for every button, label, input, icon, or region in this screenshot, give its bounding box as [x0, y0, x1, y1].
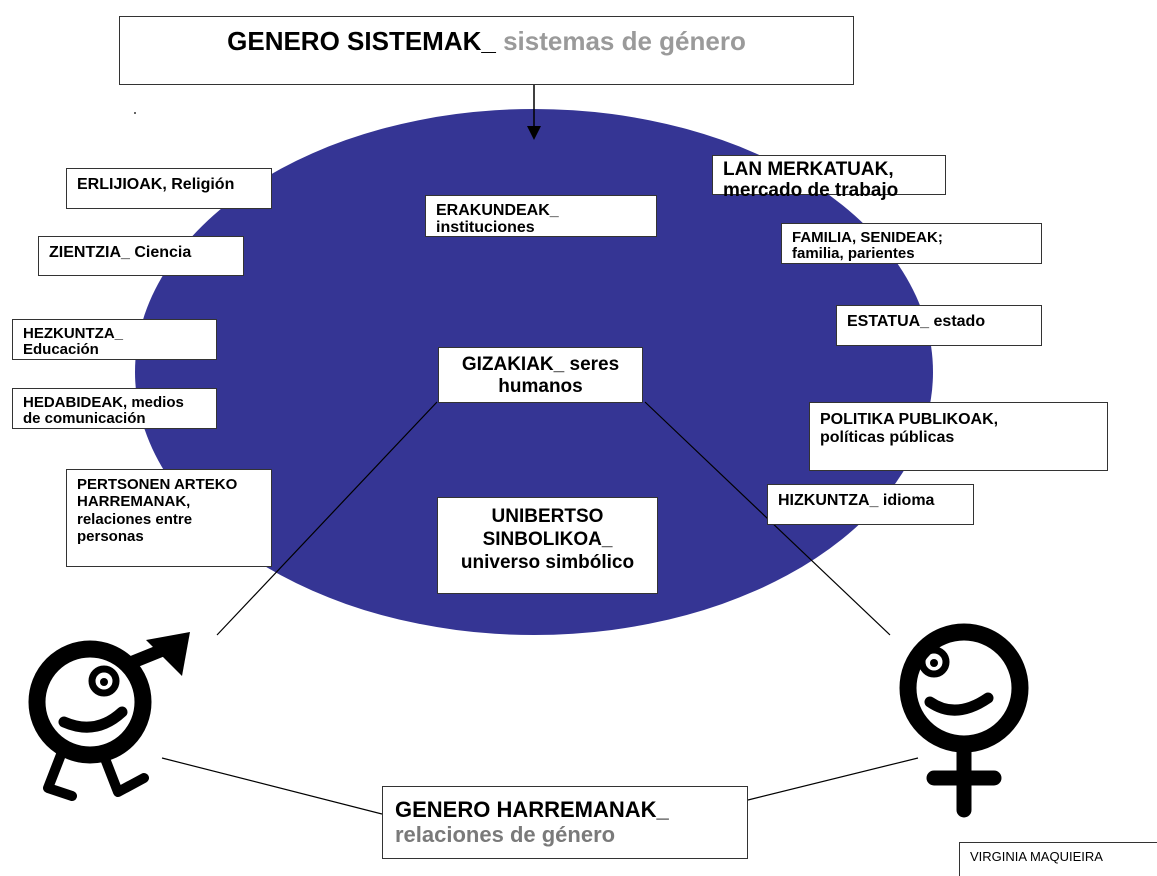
label-relations-line2: HARREMANAK, — [77, 493, 191, 511]
label-education: HEZKUNTZA_ Educación — [12, 319, 217, 360]
female-symbol-smiley-icon — [899, 623, 1029, 818]
symbolic-line2: SINBOLIKOA_ — [482, 528, 613, 550]
label-relations-line1: PERTSONEN ARTEKO — [77, 476, 238, 493]
label-media-line2: de comunicación — [23, 409, 146, 427]
label-media: HEDABIDEAK, medios de comunicación — [12, 388, 217, 429]
gender-relations-box: GENERO HARREMANAK_ relaciones de género — [382, 786, 748, 859]
label-policy-line1: POLITIKA PUBLIKOAK, — [820, 411, 999, 428]
author-signature-text: VIRGINIA MAQUIEIRA — [970, 849, 1103, 864]
label-institutions-line2: instituciones — [436, 218, 535, 236]
label-public-policy: POLITIKA PUBLIKOAK, políticas públicas — [809, 402, 1108, 471]
title-basque: GENERO SISTEMAK_ — [227, 26, 496, 56]
title-box: GENERO SISTEMAK_ sistemas de género — [119, 16, 854, 85]
label-state-text: ESTATUA_ estado — [847, 313, 986, 330]
connector-female-relations — [747, 757, 919, 801]
label-relations-line4: personas — [77, 527, 144, 545]
stray-dot — [134, 112, 136, 114]
label-labor-line2: mercado de trabajo — [723, 179, 899, 201]
gender-relations-spanish: relaciones de género — [395, 822, 616, 848]
gender-relations-basque: GENERO HARREMANAK_ — [395, 797, 669, 822]
arrow-head-icon — [527, 126, 541, 140]
male-symbol-smiley-icon — [28, 632, 190, 801]
label-labor-market: LAN MERKATUAK, mercado de trabajo — [712, 155, 946, 201]
label-policy-line2: políticas públicas — [820, 429, 955, 447]
label-media-line1: HEDABIDEAK, medios — [23, 394, 184, 411]
symbolic-line3: universo simbólico — [460, 551, 635, 573]
connector-center-male — [216, 401, 438, 636]
title-spanish: sistemas de género — [503, 26, 746, 56]
symbolic-line1: UNIBERTSO — [491, 506, 604, 527]
label-education-line1: HEZKUNTZA_ — [23, 325, 123, 342]
label-science-text: ZIENTZIA_ Ciencia — [49, 244, 192, 261]
label-language-text: HIZKUNTZA_ idioma — [778, 492, 935, 509]
connector-male-relations — [161, 757, 383, 815]
label-labor-line1: LAN MERKATUAK, — [723, 159, 894, 180]
author-signature: VIRGINIA MAQUIEIRA — [959, 842, 1157, 876]
label-relations-line3: relaciones entre — [77, 510, 193, 528]
label-family-line2: familia, parientes — [792, 244, 915, 262]
center-label-line1: GIZAKIAK_ seres — [461, 354, 620, 375]
label-religion-text: ERLIJIOAK, Religión — [77, 176, 235, 193]
label-family-line1: FAMILIA, SENIDEAK; — [792, 229, 943, 246]
label-education-line2: Educación — [23, 340, 99, 358]
label-science: ZIENTZIA_ Ciencia — [38, 236, 244, 276]
center-human-beings-box: GIZAKIAK_ seres humanos — [438, 347, 643, 403]
label-religion: ERLIJIOAK, Religión — [66, 168, 272, 209]
label-personal-relations: PERTSONEN ARTEKO HARREMANAK, relaciones … — [66, 469, 272, 567]
label-language: HIZKUNTZA_ idioma — [767, 484, 974, 525]
symbolic-universe-box: UNIBERTSO SINBOLIKOA_ universo simbólico — [437, 497, 658, 594]
label-family: FAMILIA, SENIDEAK; familia, parientes — [781, 223, 1042, 264]
label-state: ESTATUA_ estado — [836, 305, 1042, 346]
label-institutions: ERAKUNDEAK_ instituciones — [425, 195, 657, 237]
label-institutions-line1: ERAKUNDEAK_ — [436, 202, 559, 219]
center-label-line2: humanos — [498, 375, 583, 397]
